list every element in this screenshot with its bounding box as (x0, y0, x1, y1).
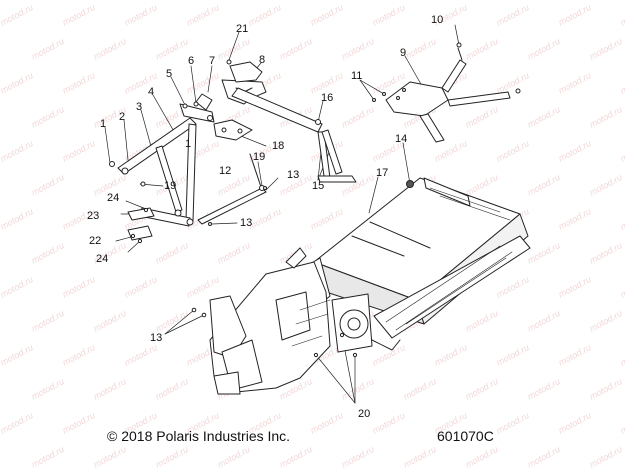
callout-6: 6 (188, 55, 195, 67)
callout-2: 2 (119, 111, 126, 123)
upper-frame-tube (213, 59, 323, 141)
callout-19: 19 (164, 180, 177, 192)
callout-20: 20 (358, 408, 371, 420)
callout-11: 11 (351, 70, 363, 82)
callout-9: 9 (400, 47, 407, 59)
callout-8: 8 (259, 54, 266, 66)
callout-4: 4 (148, 86, 155, 98)
support-legs (315, 119, 357, 183)
callout-13: 13 (150, 332, 163, 344)
callout-24: 24 (96, 253, 109, 265)
callout-13: 13 (240, 217, 253, 229)
callout-21: 21 (236, 23, 249, 35)
callout-14: 14 (395, 133, 408, 145)
rear-bumper-assembly (372, 42, 521, 143)
callout-3: 3 (136, 101, 143, 113)
chassis-tunnel (299, 177, 531, 339)
upper-brackets (179, 93, 215, 123)
callout-7: 7 (209, 55, 216, 67)
callout-23: 23 (87, 210, 100, 222)
tie-rods (197, 153, 267, 226)
front-support-tubes (109, 117, 197, 227)
callout-1: 1 (185, 138, 192, 150)
callout-18: 18 (272, 140, 285, 152)
diagram-code: 601070C (437, 428, 494, 444)
callout-10: 10 (431, 14, 444, 26)
callout-24: 24 (107, 192, 120, 204)
callout-15: 15 (312, 180, 325, 192)
front-bulkhead (191, 247, 401, 395)
callout-13: 13 (287, 169, 300, 181)
callout-1: 1 (100, 118, 107, 130)
callout-17: 17 (376, 167, 389, 179)
callout-12: 12 (219, 165, 232, 177)
callout-19: 19 (253, 151, 266, 163)
mount-plates (127, 207, 155, 244)
copyright-text: © 2018 Polaris Industries Inc. (107, 428, 291, 444)
callout-5: 5 (166, 68, 173, 80)
leader-lines (104, 24, 460, 404)
callout-22: 22 (89, 235, 102, 247)
callout-16: 16 (321, 92, 334, 104)
